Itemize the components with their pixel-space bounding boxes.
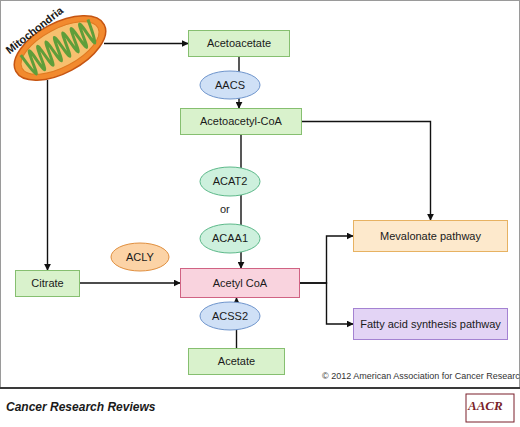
flow-arrow [300,283,353,324]
enzyme-ellipse: ACAT2 [199,166,261,197]
enzyme-name: AACS [215,79,245,92]
pathway-box: Mevalonate pathway [353,220,508,252]
enzyme-ellipse: ACLY [110,242,170,272]
enzyme-name: ACLY [126,251,154,264]
metabolite-box: Acetoacetate [188,30,290,57]
metabolite-box: Acetyl CoA [180,268,300,298]
enzyme-ellipse: AACS [199,70,261,100]
flow-arrow [80,282,180,283]
metabolite-box: Acetate [188,348,285,375]
logo-frame [466,394,514,422]
enzyme-ellipse: ACSS2 [199,301,261,331]
flow-arrow [104,43,188,44]
enzyme-name: ACAT2 [213,175,248,188]
flow-arrow [300,236,353,283]
mitochondrion-body [4,4,108,88]
metabolite-name: Acetoacetyl-CoA [200,115,282,128]
publisher-logo: AACR [468,398,503,414]
flow-arrow [302,122,431,221]
ellipse-shape [200,167,260,196]
flow-arrow [47,80,48,270]
ellipse-shape [200,71,260,99]
metabolite-box: Acetoacetyl-CoA [180,108,302,135]
enzyme-name: ACSS2 [212,310,248,323]
ellipse-shape [111,243,169,271]
mitochondria-illustration: Mitochondria [4,4,108,88]
pathway-box: Fatty acid synthesis pathway [353,308,508,340]
metabolite-name: Acetoacetate [207,37,271,50]
metabolite-name: Acetate [218,355,255,368]
copyright-note: © 2012 American Association for Cancer R… [322,371,520,381]
enzyme-ellipse: ACAA1 [199,223,261,254]
metabolite-name: Acetyl CoA [213,277,267,290]
enzyme-name: ACAA1 [212,232,248,245]
metabolite-name: Citrate [31,277,63,290]
metabolite-box: Citrate [15,270,80,297]
metabolite-name: Mevalonate pathway [380,230,481,243]
inner-membrane [13,11,107,85]
journal-name: Cancer Research Reviews [6,400,155,414]
frame-border [1,1,520,388]
footer-rule [0,387,520,389]
ellipse-shape [200,224,260,253]
metabolite-name: Fatty acid synthesis pathway [360,318,501,331]
ellipse-shape [200,302,260,330]
footer-strip [0,388,520,427]
conjunction-note: or [220,203,230,215]
outer-membrane [4,4,108,88]
